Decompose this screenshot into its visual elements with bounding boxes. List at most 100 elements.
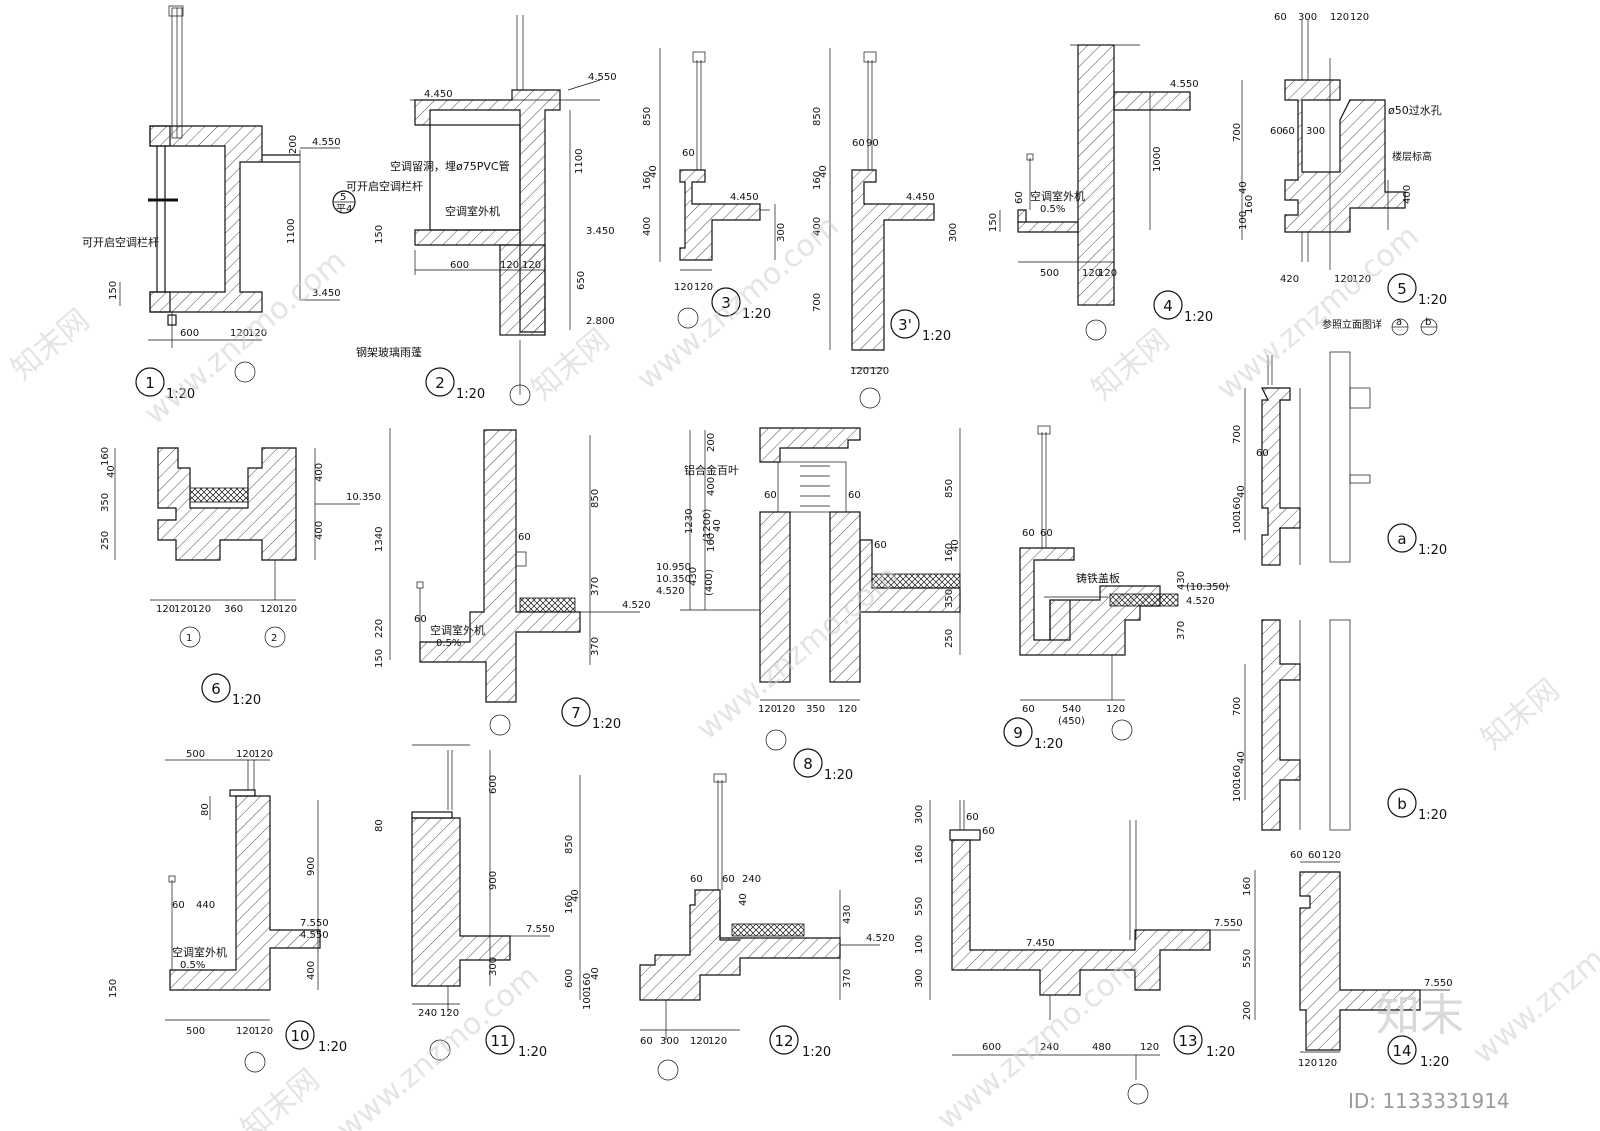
dim-9e: 250 [944,629,955,648]
dim-3h: 120 [694,282,713,293]
dim-3pe: 300 [948,223,959,242]
dim-8e: 160 [706,533,717,552]
dim-13i: 240 [1040,1042,1059,1053]
detail-6-ref [201,673,231,703]
note-2b: 可开启空调栏杆 [346,179,423,193]
dim-13d: 100 [914,935,925,954]
elev-2b: 4.550 [588,72,617,83]
elev-1b: 3.450 [312,288,341,299]
elev-13a: 7.450 [1026,938,1055,949]
detail-5-scale: 1:20 [1418,293,1447,308]
dim-1f: 120 [248,328,267,339]
detail-8-ref-num: 8 [803,755,813,773]
detail-14: 60 60 120 160 550 200 120 120 7.550 14 1… [1242,850,1453,1070]
dim-2d: 600 [450,260,469,271]
dim-13g: 60 [982,826,995,837]
dim-5b: 300 [1298,12,1317,23]
dim-5h: 300 [1306,126,1325,137]
detail-1-ref-num: 1 [145,374,155,392]
elev-12: 4.520 [866,933,895,944]
dim-12n: 60 [640,1036,653,1047]
dim-13k: 120 [1140,1042,1159,1053]
dim-10i: 150 [108,979,119,998]
dim-5i: 40 [1238,181,1249,194]
dim-3pc: 40 [818,165,829,178]
dim-11d: 300 [488,957,499,976]
elev-11: 7.550 [526,924,555,935]
dim-1b: 1100 [286,219,297,244]
dim-6a: 160 [100,447,111,466]
detail-10: 500 120 120 80 900 60 440 400 150 500 12… [108,749,347,1073]
dim-12p: 120 [690,1036,709,1047]
dim-8c: 1230 [684,509,695,534]
detail-11-ref-num: 11 [490,1032,509,1050]
dim-5k: 160 [1244,195,1255,214]
elev-1a: 4.550 [312,137,341,148]
dim-3pj: 120 [870,366,889,377]
note-5c: 参照立面图详 [1322,318,1382,331]
detail-7-ref-num: 7 [571,704,581,722]
detail-12-ref [769,1025,799,1055]
dim-7d: 850 [590,489,601,508]
dim-8h: (400) [704,569,715,596]
dim-13f: 60 [966,812,979,823]
detail-5-ref-num: 5 [1397,280,1407,298]
detail-7: 4.520 空调室外机 0.5% 1340 220 150 850 370 37… [374,428,651,736]
brand-logo: 知末 [1376,990,1464,1041]
dim-6g: 120 [156,604,175,615]
dim-9d: 350 [944,589,955,608]
dim-8j: 60 [848,490,861,501]
dim-5n: 120 [1334,274,1353,285]
dim-12m: 370 [842,969,853,988]
dim-8n: 350 [806,704,825,715]
dim-3d: 400 [642,217,653,236]
detail-4-ref [1153,290,1183,320]
dim-7f: 370 [590,637,601,656]
dim-10k: 120 [236,1026,255,1037]
detail-10-scale: 1:20 [318,1040,347,1055]
dim-12b: 160 [564,895,575,914]
detail-3p-ref [890,309,920,339]
dim-bd: 100 [1232,783,1243,802]
detail-1-ref [135,367,165,397]
dim-14c: 120 [1322,850,1341,861]
detail-4-ref-num: 4 [1163,297,1173,315]
elev-3: 4.450 [730,192,759,203]
dim-7e: 370 [590,577,601,596]
watermark-url-4: www.znzmo.com [690,558,905,747]
detail-3-scale: 1:20 [742,307,771,322]
dim-bc: 160 [1232,765,1243,784]
watermark-net-1: 知末网 [5,302,96,387]
dim-6l: 120 [278,604,297,615]
detail-10-ref-num: 10 [290,1027,309,1045]
detail-9-ref [1003,717,1033,747]
dim-11c: 900 [488,871,499,890]
dim-13b: 160 [914,845,925,864]
detail-3p-ref-num: 3' [898,316,912,334]
dim-ab: 60 [1256,448,1269,459]
dim-5m: 420 [1280,274,1299,285]
dim-11f: 120 [440,1008,459,1019]
dim-ba: 700 [1232,697,1243,716]
detail-8-ref [793,748,823,778]
detail-13-ref-num: 13 [1178,1032,1197,1050]
elev-ref-b: b [1425,317,1431,328]
detail-5: 60 300 120 120 700 60 60 300 40 100 160 … [1232,12,1447,336]
dim-aa: 700 [1232,425,1243,444]
detail-13-ref [1173,1025,1203,1055]
dim-8m: 120 [776,704,795,715]
dim-9k: 540 [1062,704,1081,715]
dim-8g: 430 [688,567,699,586]
elev-2d: 2.800 [586,316,615,327]
dim-5f: 60 [1270,126,1283,137]
dim-8f: 40 [712,519,723,532]
dim-14b: 60 [1308,850,1321,861]
dim-10b: 120 [236,749,255,760]
note-4a: 空调室外机 [1030,189,1085,203]
detail-2-scale: 1:20 [456,387,485,402]
dim-9b: 160 [944,543,955,562]
dim-7c: 150 [374,649,385,668]
elev-2a: 4.450 [424,89,453,100]
dim-6i: 120 [192,604,211,615]
note-7a: 空调室外机 [430,623,485,637]
